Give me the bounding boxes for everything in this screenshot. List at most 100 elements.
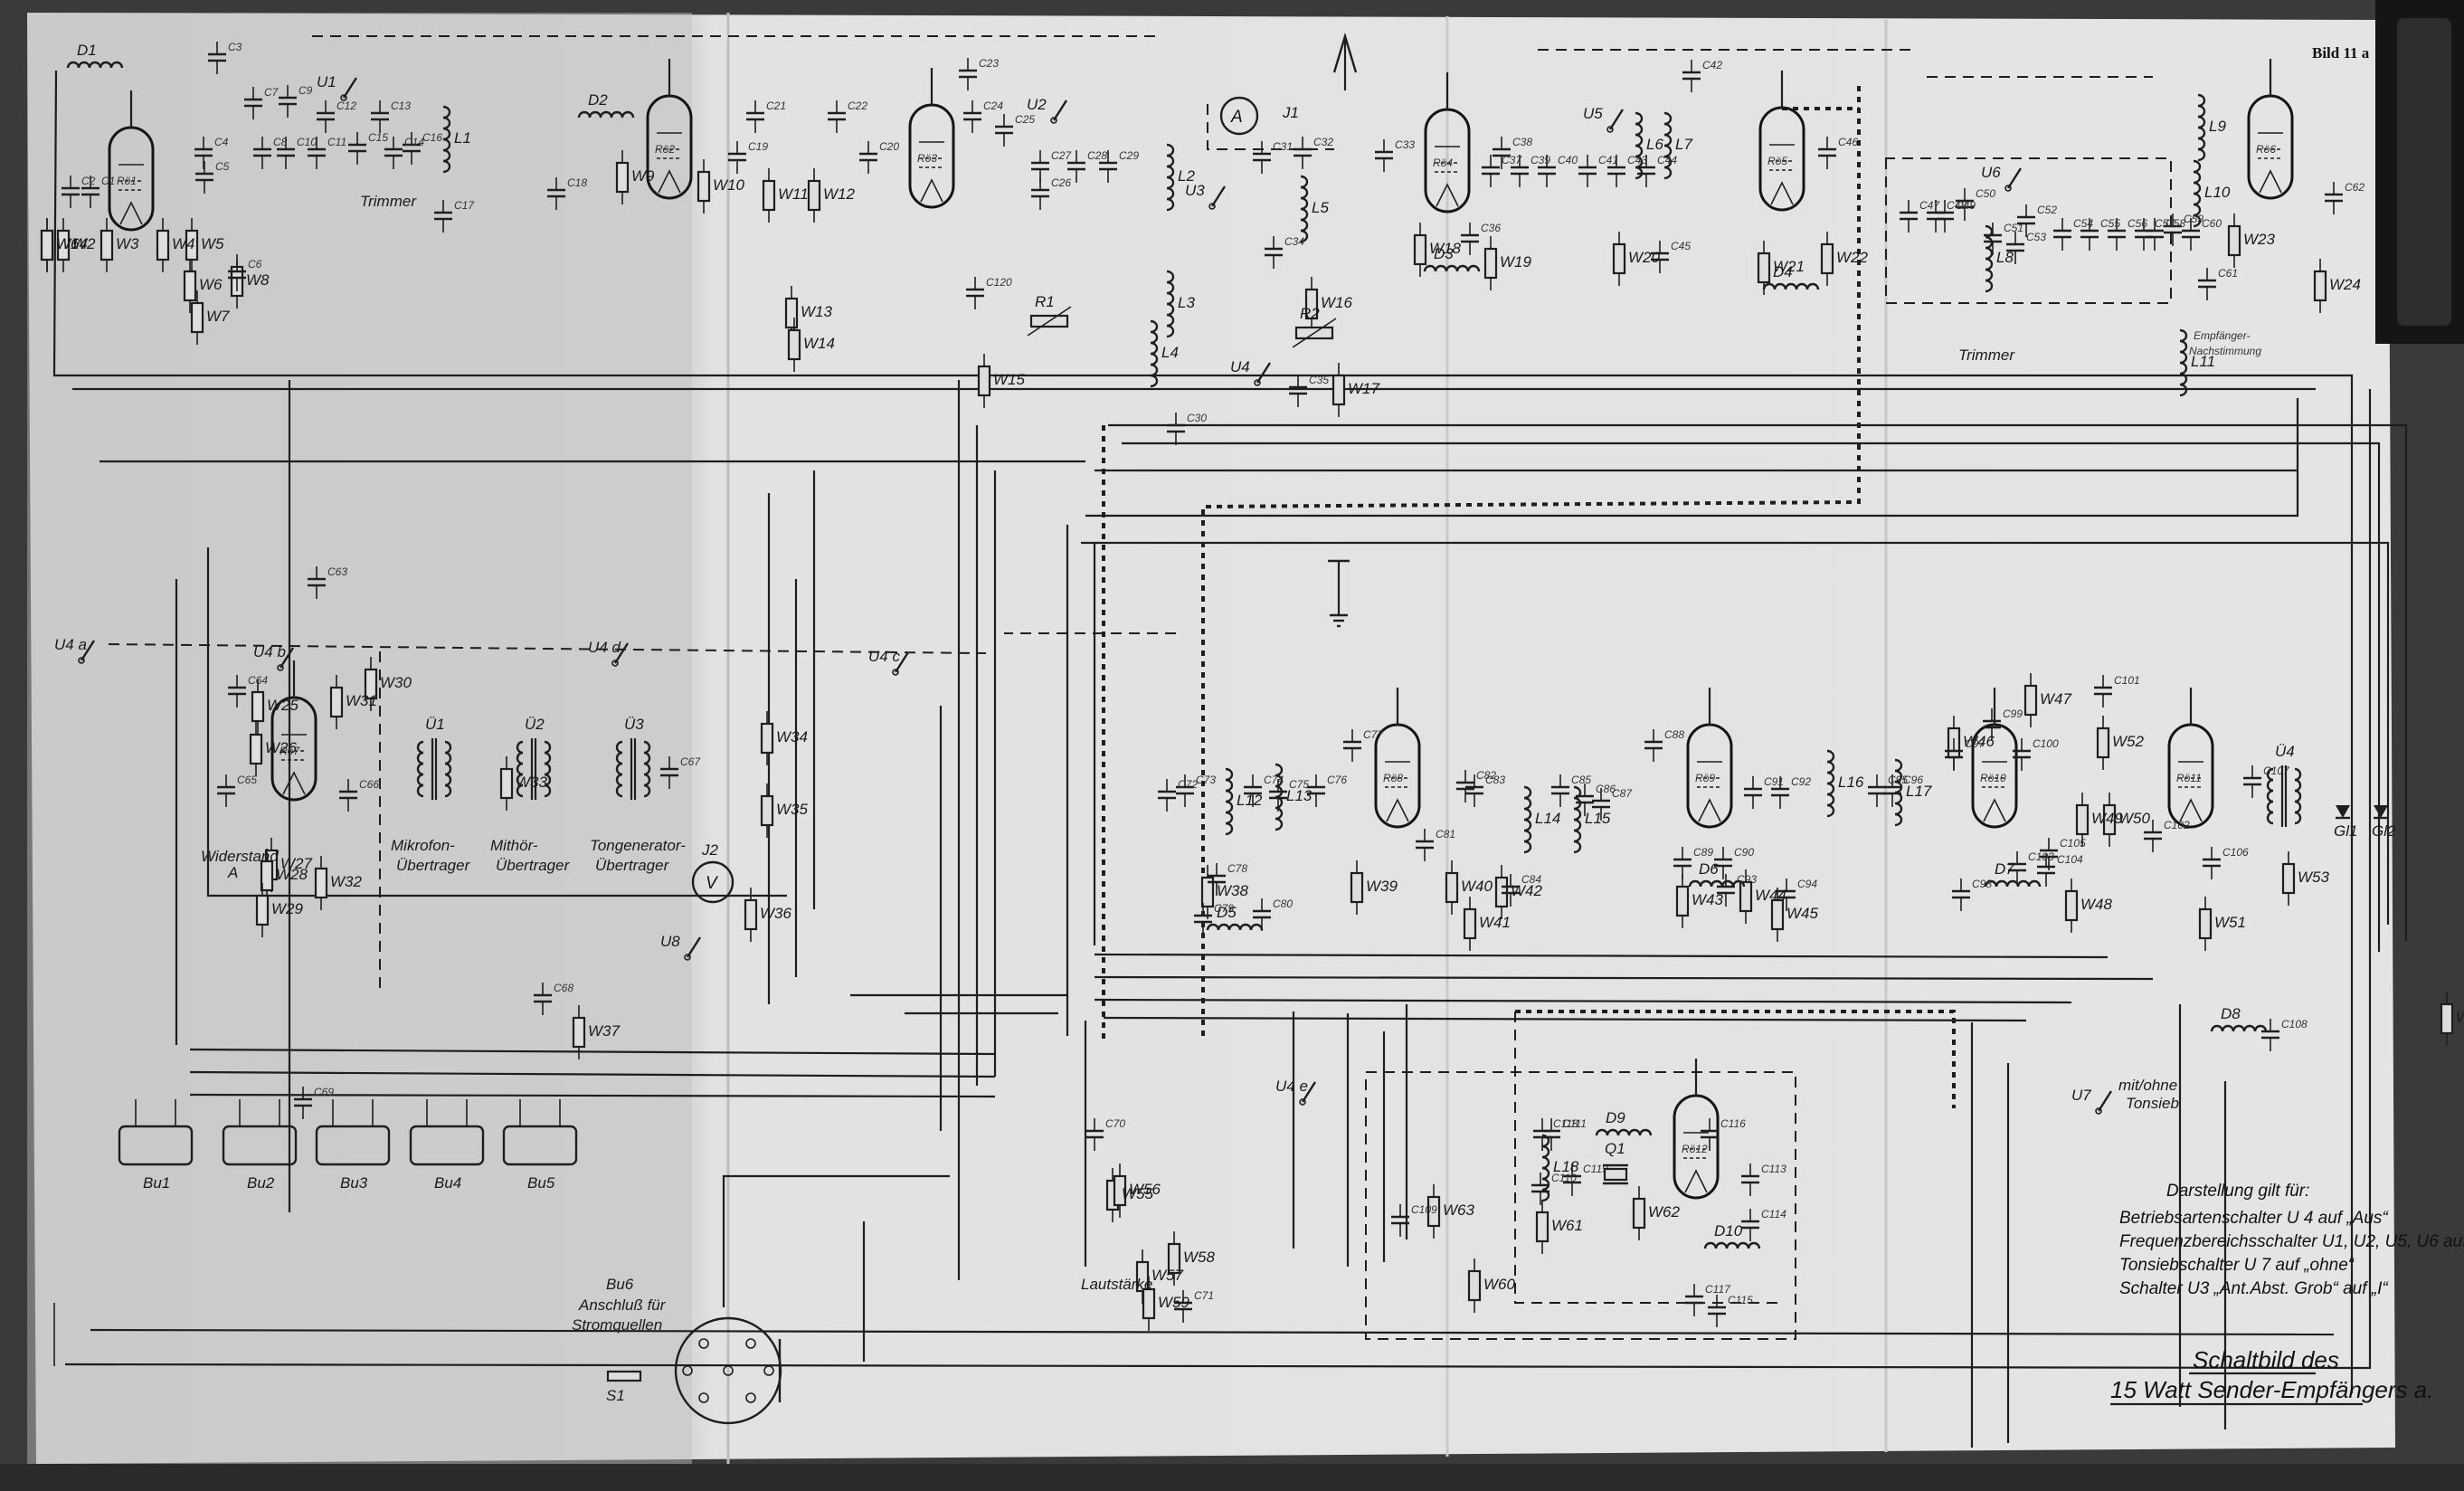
capacitor-label: C80 (1273, 897, 1293, 910)
capacitor-c16 (403, 132, 421, 165)
capacitor-c100 (2013, 738, 2031, 771)
capacitor-label: C37 (1502, 154, 1522, 166)
switch-u4-c (892, 651, 910, 676)
choke-d3 (1423, 264, 1481, 272)
capacitor-label: C24 (983, 100, 1003, 112)
capacitor-c41 (1578, 155, 1597, 187)
paper-fold-shade (27, 13, 692, 1464)
capacitor-c56 (2108, 218, 2126, 251)
switch-label: U2 (1027, 96, 1047, 113)
capacitor-c107 (2243, 765, 2261, 798)
switch-u4-a (78, 640, 96, 664)
switch-u7 (2095, 1090, 2113, 1115)
capacitor-label: C22 (848, 100, 867, 112)
inductor-label: L13 (1286, 787, 1313, 804)
switch-label: U5 (1583, 105, 1603, 122)
capacitor-label: C16 (422, 131, 442, 144)
switch-label: U7 (2071, 1087, 2091, 1104)
capacitor-label: C28 (1087, 149, 1107, 162)
capacitor-label: C88 (1664, 728, 1684, 741)
resistor-label: W50 (2118, 810, 2151, 827)
rectifier-label: Gl2 (2372, 822, 2396, 840)
switch-u8 (684, 936, 702, 961)
resistor-label: W46 (1963, 733, 1995, 750)
capacitor-label: C87 (1612, 787, 1633, 800)
resistor-label: W2 (72, 235, 96, 252)
capacitor-c52 (2017, 204, 2035, 237)
tone-filter-label-2: Tonsieb (2126, 1095, 2179, 1112)
capacitor-c58 (2146, 218, 2164, 251)
switch-u2 (1050, 100, 1068, 124)
resistor-label: W10 (713, 176, 745, 194)
capacitor-c2 (62, 176, 80, 208)
resistor-label: W22 (1836, 249, 1869, 266)
voltmeter: V J2 (691, 841, 734, 904)
resistor-w24 (2313, 259, 2327, 313)
resistor-w34 (760, 711, 774, 765)
capacitor-label: C49 (1956, 199, 1976, 212)
inductor-label: L3 (1178, 294, 1195, 311)
resistor-label: W24 (2329, 276, 2361, 293)
resistor-label: W39 (1366, 878, 1398, 895)
choke-label: D6 (1699, 860, 1719, 878)
capacitor-c7 (244, 87, 262, 119)
capacitor-label: C67 (680, 755, 701, 768)
resistor-label: W14 (803, 335, 835, 352)
capacitor-label: C116 (1720, 1117, 1746, 1130)
inductor-label: L18 (1553, 1158, 1579, 1175)
switch-label: U3 (1185, 182, 1205, 199)
svg-text:Anschluß für: Anschluß für (578, 1296, 667, 1314)
resistor-label: W29 (271, 900, 304, 917)
svg-text:J1: J1 (1282, 104, 1299, 121)
capacitor-c71 (1174, 1290, 1192, 1323)
tube-11: Rö11 (2167, 688, 2214, 829)
capacitor-label: C98 (1972, 878, 1992, 890)
capacitor-c43 (1607, 155, 1625, 187)
capacitor-label: C23 (979, 57, 999, 70)
resistor-w48 (2064, 878, 2079, 933)
capacitor-label: C1 (101, 175, 115, 187)
resistor-label: W64 (56, 235, 88, 252)
capacitor-c11 (308, 137, 326, 169)
resistor-w60 (1467, 1258, 1482, 1313)
transformer-caption: Tongenerator- (590, 837, 686, 854)
socket-label: Bu4 (434, 1174, 461, 1192)
tube-2: Rö2 (646, 59, 693, 200)
resistor-label: W27 (280, 855, 313, 872)
resistor-w19 (1483, 236, 1498, 290)
resistor-w40 (1445, 860, 1459, 915)
capacitor-label: C57 (2155, 217, 2175, 230)
tube-label: Rö4 (1433, 157, 1453, 169)
capacitor-label: C40 (1558, 154, 1578, 166)
socket-bu3: Bu3 (315, 1099, 391, 1192)
inductor-label: L10 (2204, 184, 2231, 201)
resistor-w18 (1413, 223, 1427, 277)
capacitor-c9 (279, 85, 297, 118)
bus-lines (52, 70, 2408, 1448)
capacitor-label: C8 (273, 136, 288, 148)
tube-label: Rö12 (1682, 1143, 1708, 1155)
receiver-tuning-label-1: Empfänger- (2194, 329, 2250, 342)
svg-text:15 Watt Sender-Empfängers a.: 15 Watt Sender-Empfängers a. (2110, 1376, 2433, 1403)
capacitor-label: C71 (1194, 1289, 1214, 1302)
inductor-label: L7 (1675, 136, 1692, 153)
tube-3: Rö3 (908, 68, 955, 209)
inductor-label: L16 (1838, 774, 1864, 791)
resistor-label: W51 (2214, 914, 2246, 931)
capacitor-label: C105 (2060, 837, 2086, 850)
tube-7: Rö7 (270, 660, 317, 802)
rheostat-r1 (1027, 306, 1072, 337)
choke-d5 (1206, 923, 1264, 931)
inductor-label: L5 (1312, 199, 1329, 216)
resistor-a-label-1: Widerstand (201, 848, 279, 865)
resistor-w16 (1304, 277, 1319, 331)
capacitor-c20 (859, 141, 877, 174)
resistor-label: W57 (1151, 1267, 1184, 1284)
resistor-w31 (329, 675, 344, 729)
capacitor-label: C75 (1289, 778, 1309, 791)
inductor-l12 (1225, 767, 1234, 836)
socket-label: Bu3 (340, 1174, 368, 1192)
